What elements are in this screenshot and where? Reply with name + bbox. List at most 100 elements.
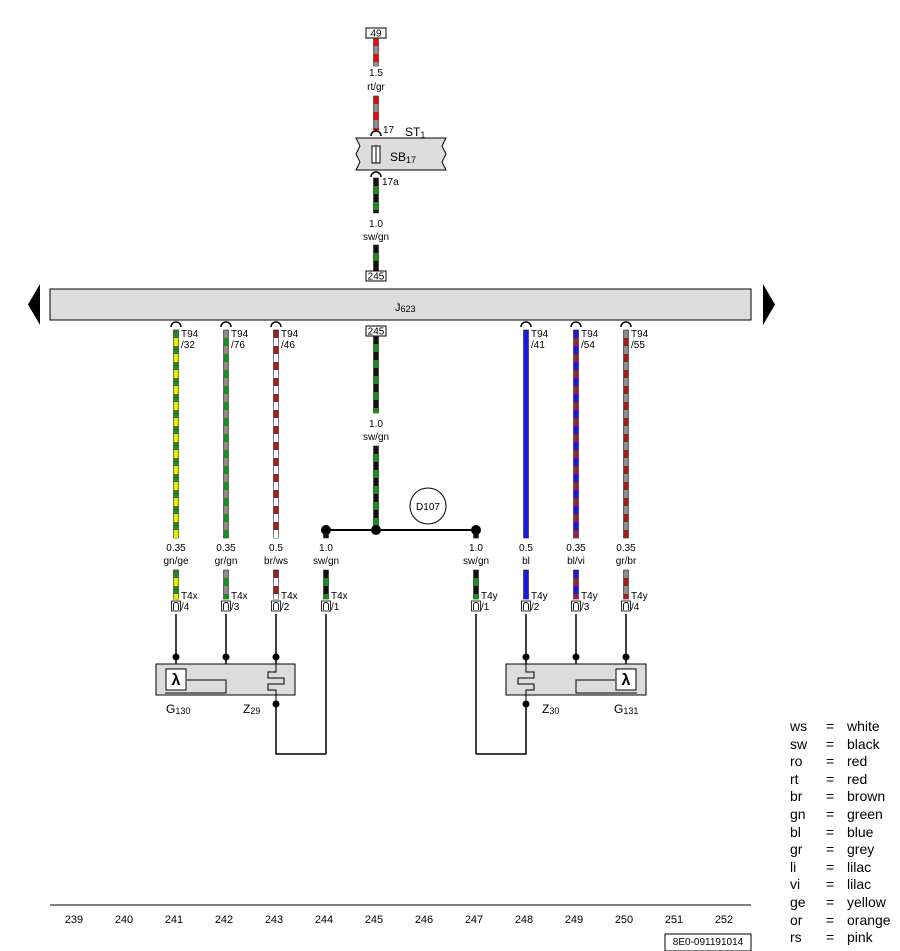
- ecu-pin-wire-stripe: [173, 530, 179, 538]
- ground-wire-color: sw/gn: [463, 556, 489, 567]
- ecu-pin-wire-stripe: [623, 530, 629, 538]
- ecu-pin-wire-color: bl/vi: [567, 556, 585, 567]
- track-number: 251: [665, 914, 683, 926]
- ecu-pin-wire-stripe: [223, 370, 229, 378]
- wire-center-segment-b-stripe: [373, 486, 379, 494]
- connector-label: T4y: [631, 591, 648, 602]
- ecu-pin-wire-color: gn/ge: [163, 556, 188, 567]
- junction-dot-right: [471, 525, 481, 535]
- track-number: 250: [615, 914, 633, 926]
- legend-abbr: rs: [790, 929, 802, 946]
- legend-row: gn=green: [790, 806, 898, 824]
- ecu-pin-number: /32: [181, 340, 195, 351]
- legend-row: rt=red: [790, 771, 898, 789]
- component-g130-label: G130: [166, 702, 190, 716]
- ecu-pin-wire-stripe: [173, 370, 179, 378]
- ecu-pin-wire-stripe: [573, 338, 579, 346]
- ecu-pin-wire-stripe: [573, 482, 579, 490]
- legend-name: yellow: [847, 893, 886, 910]
- z29-heater-icon: [267, 664, 285, 704]
- track-number: 247: [465, 914, 483, 926]
- ecu-pin-wire-stripe: [623, 434, 629, 442]
- legend-row: br=brown: [790, 788, 898, 806]
- connector-pin-symbol-pin: [223, 602, 229, 610]
- wire-center-segment-b-stripe: [373, 454, 379, 462]
- ecu-pin-wire-stripe: [623, 354, 629, 362]
- junction-dot-g131-b: [622, 653, 630, 661]
- legend-name: white: [847, 718, 880, 734]
- connector-pin-symbol-pin: [173, 602, 179, 610]
- ecu-pin-wire-stripe: [173, 482, 179, 490]
- legend-abbr: vi: [790, 876, 801, 893]
- wire-center-segment-b-stripe: [373, 470, 379, 478]
- ground-wire-size: 1.0: [319, 543, 333, 554]
- junction-dot-g130-a: [172, 653, 180, 661]
- ecu-pin-wire-stripe: [573, 402, 579, 410]
- fuse-sb17-label: SB17: [390, 150, 416, 165]
- track-number: 240: [115, 914, 133, 926]
- ecu-pin-wire-stripe: [223, 530, 229, 538]
- ecu-pin-wire-stripe: [173, 354, 179, 362]
- ecu-pin-number: /54: [581, 340, 595, 351]
- ecu-pin-wire-stripe: [173, 402, 179, 410]
- ecu-pin-wire-stripe: [573, 434, 579, 442]
- fuse-holder-label: ST1: [405, 125, 425, 140]
- ecu-pin-wire-stripe: [573, 450, 579, 458]
- z30-return-loop: [476, 704, 527, 755]
- ecu-j623-bar: [49, 288, 752, 321]
- connector-pin-symbol-pin: [323, 602, 329, 610]
- g131-lambda-probe-icon: [615, 668, 637, 691]
- track-number: 241: [165, 914, 183, 926]
- ecu-pin-wire-stripe: [173, 338, 179, 346]
- legend-eq: =: [826, 788, 835, 805]
- legend-row: or=orange: [790, 912, 898, 930]
- wire-center-size: 1.0: [369, 419, 383, 430]
- ecu-pin-wire-size: 0.35: [216, 543, 236, 554]
- connector-pin-symbol-pin: [623, 602, 629, 610]
- legend-eq: =: [826, 805, 835, 822]
- connector-pin-symbol-pin: [473, 602, 479, 610]
- legend-eq: =: [826, 929, 835, 946]
- legend-row: ro=red: [790, 753, 898, 771]
- ecu-pin-wire-stripe: [273, 354, 279, 362]
- wire-fuse-size: 1.0: [369, 219, 383, 230]
- legend-abbr: br: [790, 788, 803, 805]
- junction-dot-g130-b: [222, 653, 230, 661]
- junction-dot-z29-b: [272, 700, 280, 708]
- fuse-pin-out-symbol: [370, 171, 382, 178]
- ecu-pin-wire-stripe: [173, 466, 179, 474]
- ecu-pin-wire-stripe: [223, 418, 229, 426]
- junction-dot-z30-a: [522, 653, 530, 661]
- ecu-pin-wire-lower: [523, 569, 529, 600]
- ecu-pin-wire-stripe: [623, 402, 629, 410]
- ecu-pin-wire-stripe: [273, 370, 279, 378]
- ecu-pin-wire-size: 0.35: [616, 543, 636, 554]
- ecu-pin-wire-size: 0.35: [166, 543, 186, 554]
- track-number: 249: [565, 914, 583, 926]
- ecu-pin-wire-stripe: [273, 466, 279, 474]
- track-number: 246: [415, 914, 433, 926]
- wire-top-color: rt/gr: [367, 82, 385, 93]
- ecu-pin-wire-lower-stripe: [623, 578, 629, 586]
- connector-label: T4y: [531, 591, 548, 602]
- ecu-pin-wire-stripe: [223, 386, 229, 394]
- wire-fuse-color: sw/gn: [363, 232, 389, 243]
- ecu-pin-wire-stripe: [273, 530, 279, 538]
- track-number: 245: [365, 914, 383, 926]
- ecu-pin-wire-color: br/ws: [264, 556, 288, 567]
- ground-wire-lower-stripe: [473, 578, 479, 586]
- ecu-pin-wire-stripe: [573, 466, 579, 474]
- wire-top-size: 1.5: [369, 68, 383, 79]
- legend-row: ge=yellow: [790, 894, 898, 912]
- legend-name: red: [847, 753, 868, 770]
- track-number: 243: [265, 914, 283, 926]
- legend-name: grey: [847, 841, 875, 858]
- ecu-pin-label: T94: [631, 329, 649, 340]
- wire-top-segment-b: [373, 95, 379, 131]
- wire-fuse-segment-b-stripe: [373, 253, 379, 261]
- junction-dot-g131-a: [572, 653, 580, 661]
- legend-eq: =: [826, 770, 835, 787]
- ecu-pin-wire-stripe: [623, 338, 629, 346]
- ecu-pin-wire-stripe: [573, 498, 579, 506]
- ecu-pin-wire-lower-stripe: [273, 578, 279, 586]
